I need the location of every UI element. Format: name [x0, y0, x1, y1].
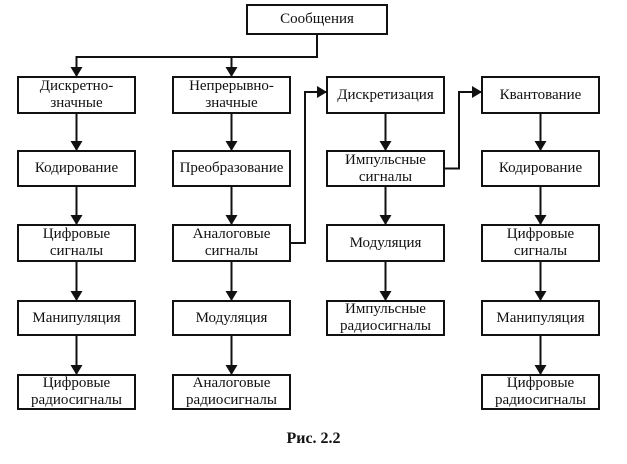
- node-label: Аналоговые сигналы: [192, 226, 271, 259]
- node-label: Дискретно- значные: [39, 78, 114, 111]
- node-label: Кодирование: [34, 160, 119, 176]
- connectors: [70, 35, 547, 375]
- node-label: Преобразование: [179, 160, 284, 176]
- node-continuous-valued-1: Непрерывно- значные: [172, 76, 291, 114]
- arrow-c3n2-to-c4n1: [445, 86, 482, 170]
- node-label: Квантование: [499, 86, 582, 103]
- node-label: Манипуляция: [496, 309, 585, 326]
- node-label: Цифровые сигналы: [42, 226, 111, 259]
- node-discrete-valued-5: Цифровые радиосигналы: [17, 374, 136, 410]
- node-label: Манипуляция: [32, 309, 121, 326]
- node-label: Цифровые радиосигналы: [31, 375, 122, 408]
- node-sampling-1: Дискретизация: [326, 76, 445, 114]
- node-continuous-valued-2: Преобразование: [172, 150, 291, 187]
- node-label: Аналоговые радиосигналы: [186, 375, 277, 408]
- node-label: Непрерывно- значные: [189, 78, 274, 111]
- node-label: Сообщения: [280, 11, 354, 27]
- node-continuous-valued-4: Модуляция: [172, 300, 291, 336]
- node-messages: Сообщения: [246, 4, 388, 35]
- node-label: Цифровые радиосигналы: [495, 375, 586, 408]
- node-sampling-3: Модуляция: [326, 224, 445, 262]
- node-continuous-valued-3: Аналоговые сигналы: [172, 224, 291, 262]
- arrow-messages-to-c1n1: [70, 35, 318, 77]
- node-quantization-1: Квантование: [481, 76, 600, 114]
- node-discrete-valued-4: Манипуляция: [17, 300, 136, 336]
- node-quantization-2: Кодирование: [481, 150, 600, 187]
- node-label: Импульсные радиосигналы: [340, 301, 431, 334]
- node-label: Модуляция: [349, 234, 422, 251]
- node-label: Цифровые сигналы: [506, 226, 575, 259]
- node-quantization-3: Цифровые сигналы: [481, 224, 600, 262]
- node-quantization-4: Манипуляция: [481, 300, 600, 336]
- node-quantization-5: Цифровые радиосигналы: [481, 374, 600, 410]
- arrow-messages-to-c2n1: [225, 35, 318, 77]
- node-discrete-valued-3: Цифровые сигналы: [17, 224, 136, 262]
- node-label: Дискретизация: [337, 86, 434, 103]
- node-continuous-valued-5: Аналоговые радиосигналы: [172, 374, 291, 410]
- node-sampling-4: Импульсные радиосигналы: [326, 300, 445, 336]
- node-label: Импульсные сигналы: [345, 151, 426, 185]
- node-discrete-valued-1: Дискретно- значные: [17, 76, 136, 114]
- figure-caption: Рис. 2.2: [286, 430, 341, 447]
- node-label: Модуляция: [195, 309, 268, 326]
- arrow-c2n3-to-c3n1: [291, 86, 327, 244]
- node-discrete-valued-2: Кодирование: [17, 150, 136, 187]
- node-sampling-2: Импульсные сигналы: [326, 150, 445, 187]
- node-label: Кодирование: [498, 160, 583, 176]
